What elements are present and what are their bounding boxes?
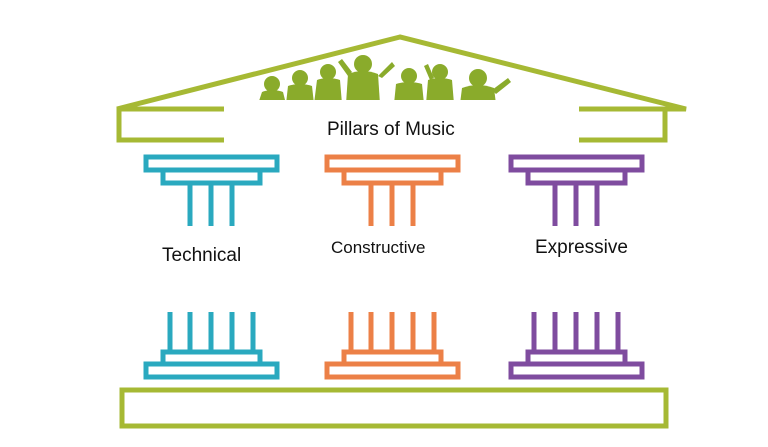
pillar-expressive [508, 154, 645, 380]
pillar-technical [143, 154, 280, 380]
pillar-constructive [324, 154, 461, 380]
pillar-label-constructive: Constructive [331, 238, 426, 257]
label-band [140, 228, 650, 308]
people-silhouettes-icon [258, 55, 511, 104]
pillar-label-technical: Technical [162, 245, 242, 266]
pillar-label-expressive: Expressive [535, 237, 628, 258]
temple-base [119, 387, 669, 429]
diagram-title: Pillars of Music [327, 119, 455, 140]
title-band [224, 100, 579, 145]
